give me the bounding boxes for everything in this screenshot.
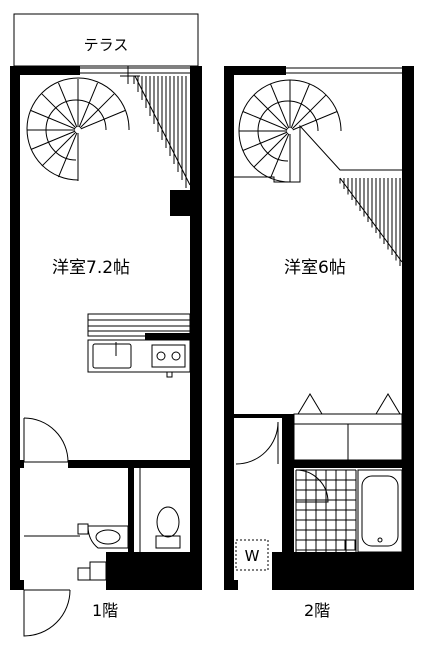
f1-basin-shape	[87, 525, 129, 549]
f1-partition-left	[10, 460, 24, 468]
f2-bath-door	[295, 469, 329, 503]
f2-wall-bottom-left	[224, 580, 238, 590]
f1-kitchen-counter	[87, 339, 191, 373]
f1-spiral-tread	[79, 93, 115, 129]
f2-hall-wall-top	[234, 414, 294, 418]
f1-spiral-tread	[80, 110, 126, 130]
f2-bath-wall-top	[282, 460, 402, 468]
f2-bath-wall-left	[282, 468, 294, 552]
f2-closet-door-left	[297, 393, 323, 415]
terrace-outline	[13, 13, 199, 67]
f2-tub-outer	[357, 469, 403, 553]
f1-stove	[151, 344, 186, 368]
f1-wall-top-left	[10, 66, 80, 75]
f2-hall-wall	[282, 414, 294, 464]
f1-stair-diagonal	[134, 75, 191, 186]
f1-stair-outer-arc	[26, 77, 130, 181]
terrace-label: テラス	[84, 36, 129, 54]
f1-room-label: 洋室7.2帖	[52, 258, 130, 278]
f1-spiral-tread	[41, 93, 77, 129]
f2-bathtub	[357, 469, 403, 553]
f2-stair-treads	[339, 178, 401, 266]
f1-wall-bottom-right	[106, 552, 202, 590]
f1-interior-door	[23, 417, 69, 463]
f1-wall-bottom-left	[10, 580, 24, 590]
f1-basin-bowl	[95, 529, 121, 545]
f1-column	[170, 190, 190, 216]
f1-toilet	[155, 506, 181, 549]
f1-spiral-tread	[58, 82, 78, 128]
f1-entry-door	[23, 589, 71, 637]
f1-entry-step	[89, 561, 107, 581]
f2-washer-box	[235, 539, 269, 571]
f2-washer-label: W	[245, 547, 260, 565]
f1-spiral-tread	[30, 110, 76, 130]
f1-stair-inner-arc	[45, 99, 107, 161]
f1-fan	[166, 371, 173, 378]
f1-kitchen-shelf	[87, 313, 191, 337]
f2-spiral-tread	[253, 132, 289, 168]
f2-spiral-tread	[242, 111, 288, 131]
f1-spiral-stair	[26, 77, 130, 181]
f2-wall-left	[224, 66, 234, 590]
f2-tub-inner	[361, 475, 399, 547]
f1-toilet-bowl	[156, 506, 180, 538]
floor-1: 洋室7.2帖	[10, 66, 202, 637]
f1-wash-wall	[128, 468, 134, 552]
f2-wall-right	[402, 66, 414, 590]
f1-partition-right	[68, 460, 190, 468]
f2-bath-faucet	[344, 539, 356, 551]
f2-wall-bottom-right	[272, 552, 414, 590]
f1-kitchen	[87, 313, 191, 378]
f2-spiral-tread	[291, 94, 327, 130]
f1-wall-left	[10, 66, 20, 590]
f2-stair-inner-arc	[257, 100, 319, 162]
f1-entry-post	[77, 523, 89, 535]
f1-spiral-tread	[41, 131, 77, 167]
f1-burner-right	[171, 351, 181, 361]
f2-closet	[293, 393, 403, 461]
f2-stair-diagonal	[339, 177, 403, 263]
f1-washbasin	[87, 525, 129, 549]
f2-void-outline	[234, 124, 402, 183]
f2-step	[285, 559, 305, 577]
f2-hall-door	[235, 421, 279, 465]
f2-spiral-tread	[290, 83, 310, 129]
f2-spiral-tread	[242, 131, 288, 151]
f2-room-label: 洋室6帖	[284, 258, 346, 278]
f1-spiral-tread	[78, 82, 98, 128]
f1-burner-left	[156, 351, 166, 361]
f1-stair-treads	[133, 76, 187, 188]
terrace: テラス	[13, 13, 199, 67]
f1-toilet-tank	[155, 535, 181, 549]
floor-2: 洋室6帖 W 2階	[224, 66, 414, 620]
f2-closet-door-right	[375, 393, 401, 415]
f2-spiral-stair	[238, 79, 342, 183]
f2-floor-label: 2階	[304, 601, 330, 620]
f1-spiral-tread	[30, 130, 76, 150]
f1-spiral-tread	[58, 132, 78, 178]
f2-spiral-tread	[253, 94, 289, 130]
f2-spiral-tread	[270, 133, 290, 179]
f2-spiral-tread	[292, 111, 338, 131]
f1-kitchen-wall	[145, 333, 190, 340]
f1-floor-label: 1階	[92, 601, 118, 620]
f2-tub-drain	[377, 537, 383, 543]
f2-wall-top-left	[224, 66, 286, 75]
f1-wall-right	[190, 66, 202, 590]
f1-entry-box	[77, 567, 91, 581]
f2-spiral-tread	[270, 83, 290, 129]
f1-sink	[92, 343, 132, 369]
